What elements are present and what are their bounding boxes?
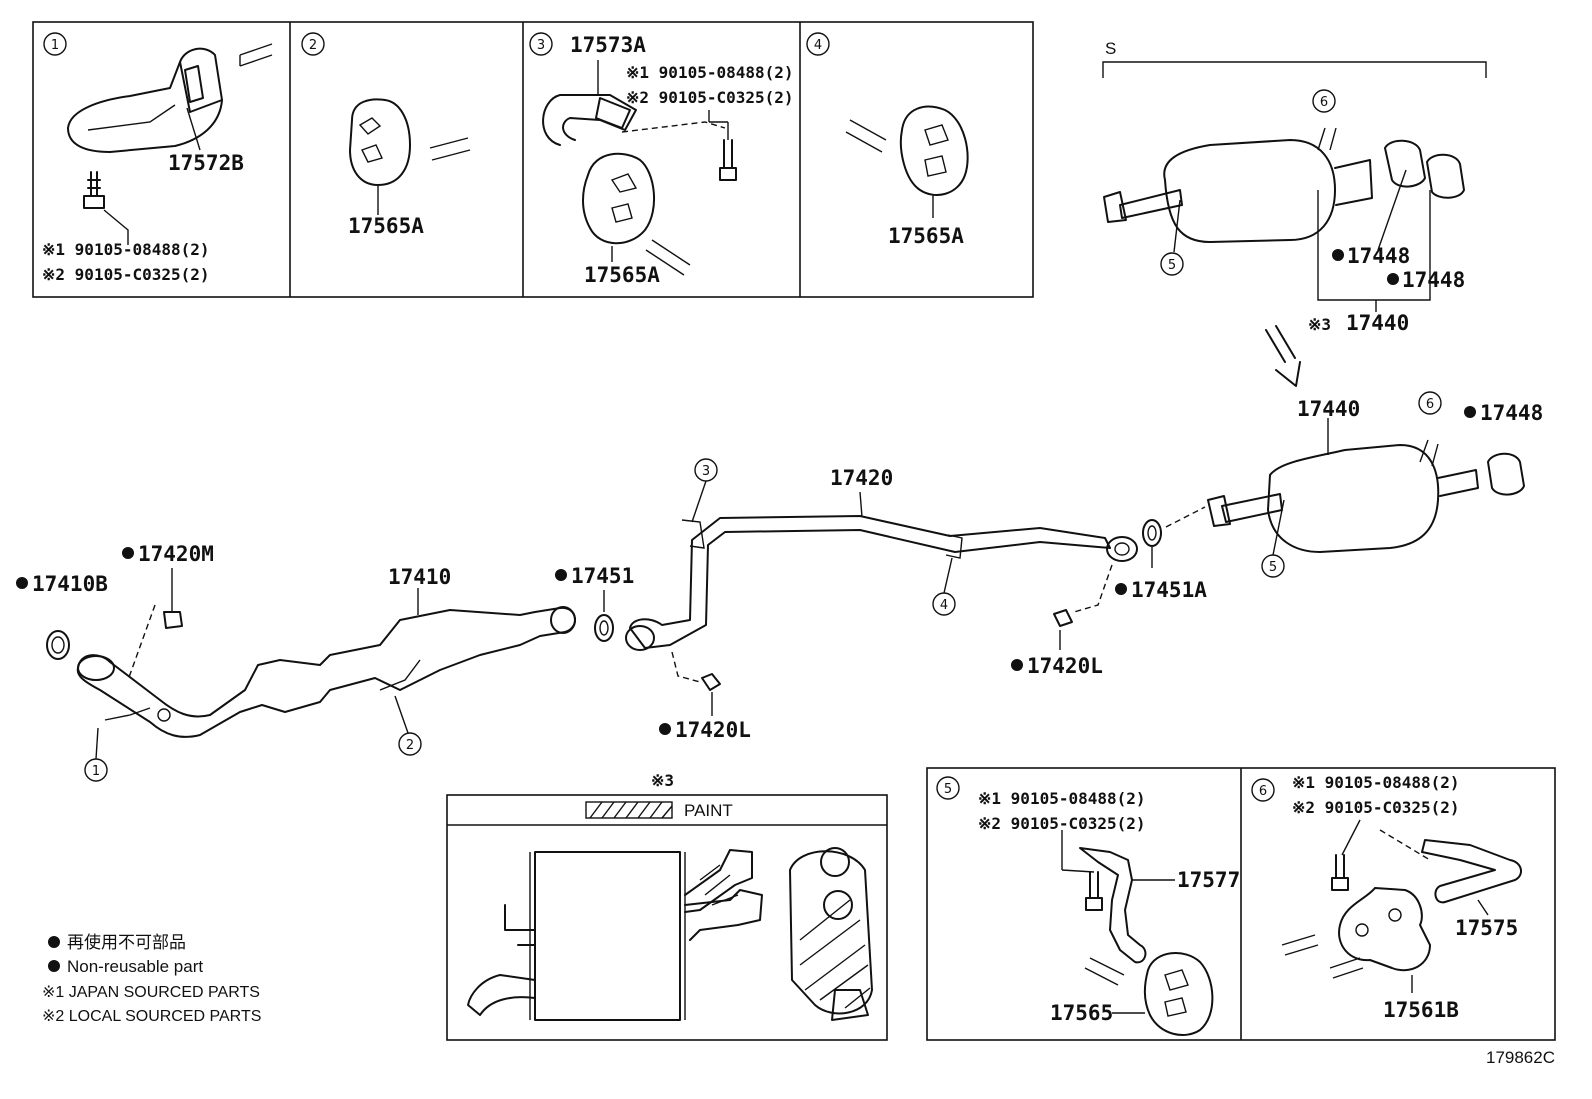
bolt-icon-p3: [708, 110, 737, 181]
panel-4-number: 4: [814, 38, 822, 53]
paint-swatch: [585, 801, 673, 819]
part-number-17420l-a: 17420L: [675, 718, 751, 742]
rubber-hanger-p5-drawing: [1143, 951, 1214, 1036]
bracket-17577-drawing: [1079, 847, 1175, 964]
part-number-17451: 17451: [571, 564, 634, 588]
part-number-17420m: 17420M: [138, 542, 214, 566]
bolt-icon: [83, 171, 105, 209]
s-assembly-label: S: [1105, 39, 1116, 58]
muffler-paint-drawing: [467, 847, 873, 1021]
panel-row-bottom: [926, 767, 1556, 1041]
part-number-17565: 17565: [1050, 1001, 1113, 1025]
front-pipe-assembly: 17410B 17420M 1 2 17410: [16, 542, 576, 782]
panel-6-number: 6: [1259, 784, 1267, 799]
main-muffler-17440: 6 5 17440 17448: [1207, 391, 1543, 578]
note-local-sourced-p3: ※2 90105-C0325(2): [626, 88, 794, 107]
part-number-17410: 17410: [388, 565, 451, 589]
rubber-hanger-p4-drawing: [845, 105, 969, 196]
panel-2: 2 17565A: [301, 32, 471, 238]
panel-3: 3 17573A ※1 90105-08488(2) ※2 90105-C032…: [529, 32, 794, 287]
panel-5-number: 5: [944, 782, 952, 797]
rubber-hanger-drawing: [349, 98, 471, 186]
gasket-17451a: 17451A 17420L: [1011, 506, 1207, 678]
note-local-sourced-p6: ※2 90105-C0325(2): [1292, 798, 1460, 817]
gasket-17451: 17451: [555, 564, 634, 642]
callout-5-s: 5: [1168, 258, 1176, 273]
muffler-s-drawing: [1103, 127, 1465, 243]
non-reusable-dot: [1387, 273, 1399, 285]
center-pipe-17420: 3 4 17420 17420L: [625, 458, 1138, 742]
part-number-17575: 17575: [1455, 916, 1518, 940]
panel-2-number: 2: [309, 38, 317, 53]
note-local-sourced-p5: ※2 90105-C0325(2): [978, 814, 1146, 833]
part-number-17572b: 17572B: [168, 151, 244, 175]
legend-japanese: 再使用不可部品: [67, 932, 186, 952]
bracket-17573a-drawing: [542, 60, 726, 146]
non-reusable-dot: [1332, 249, 1344, 261]
part-number-17420l-b: 17420L: [1027, 654, 1103, 678]
panel-1: 1 17572B ※1 90105-08488(2) ※2 90105-C032…: [42, 32, 273, 284]
legend-non-reusable: Non-reusable part: [67, 957, 203, 976]
legend-japan-sourced: ※1 JAPAN SOURCED PARTS: [42, 984, 260, 1001]
bracket-17575-drawing: [1421, 839, 1522, 916]
panel-6: 6 ※1 90105-08488(2) ※2 90105-C0325(2) 17…: [1251, 773, 1522, 1022]
note-local-sourced: ※2 90105-C0325(2): [42, 265, 210, 284]
part-number-17565a-p4: 17565A: [888, 224, 964, 248]
legend-local-sourced: ※2 LOCAL SOURCED PARTS: [42, 1008, 261, 1025]
callout-1-main: 1: [92, 764, 100, 779]
bolt-icon-p5: [1061, 830, 1103, 911]
panel-4: 4 17565A: [806, 32, 969, 248]
part-number-17440-s: 17440: [1346, 311, 1409, 335]
panel-3-number: 3: [537, 38, 545, 53]
callout-6-s: 6: [1320, 95, 1328, 110]
panel-row-top: [32, 21, 1034, 298]
part-number-17565a-p3: 17565A: [584, 263, 660, 287]
callout-6-main: 6: [1426, 397, 1434, 412]
callout-2-main: 2: [406, 738, 414, 753]
legend: 再使用不可部品 Non-reusable part ※1 JAPAN SOURC…: [42, 932, 261, 1025]
part-number-17577: 17577: [1177, 868, 1240, 892]
note-japan-sourced-p3: ※1 90105-08488(2): [626, 63, 794, 82]
panel-1-number: 1: [51, 38, 59, 53]
part-number-17440: 17440: [1297, 397, 1360, 421]
rubber-hanger-p3-drawing: [582, 152, 691, 276]
callout-4-main: 4: [940, 598, 948, 613]
bolt-icon-p6: [1331, 819, 1361, 891]
arrow-icon: [1265, 325, 1301, 387]
part-number-17561b: 17561B: [1383, 998, 1459, 1022]
part-number-17448-s-a: 17448: [1347, 244, 1410, 268]
part-number-17573a: 17573A: [570, 33, 646, 57]
s-ref-mark: ※3: [1308, 315, 1331, 334]
paint-label: PAINT: [684, 801, 733, 820]
panel-5: 5 ※1 90105-08488(2) ※2 90105-C0325(2) 17…: [936, 776, 1240, 1036]
callout-5-main: 5: [1269, 560, 1277, 575]
note-japan-sourced: ※1 90105-08488(2): [42, 240, 210, 259]
part-number-17448: 17448: [1480, 401, 1543, 425]
paint-panel: ※3 PAINT: [446, 771, 888, 1041]
part-number-17451a: 17451A: [1131, 578, 1207, 602]
part-number-17410b: 17410B: [32, 572, 108, 596]
bracket-17572b-drawing: [67, 43, 273, 153]
callout-3-main: 3: [702, 464, 710, 479]
note-japan-sourced-p6: ※1 90105-08488(2): [1292, 773, 1460, 792]
s-assembly: S 6 5 17448 17448 ※3 17440: [1102, 39, 1487, 335]
note-japan-sourced-p5: ※1 90105-08488(2): [978, 789, 1146, 808]
part-number-17565a-p2: 17565A: [348, 214, 424, 238]
paint-ref-mark: ※3: [651, 771, 674, 790]
rubber-hanger-p6-drawing: [1281, 887, 1431, 979]
panel-row-frame: [32, 21, 1034, 298]
part-number-17420: 17420: [830, 466, 893, 490]
figure-id: 179862C: [1486, 1048, 1555, 1067]
part-number-17448-s-b: 17448: [1402, 268, 1465, 292]
